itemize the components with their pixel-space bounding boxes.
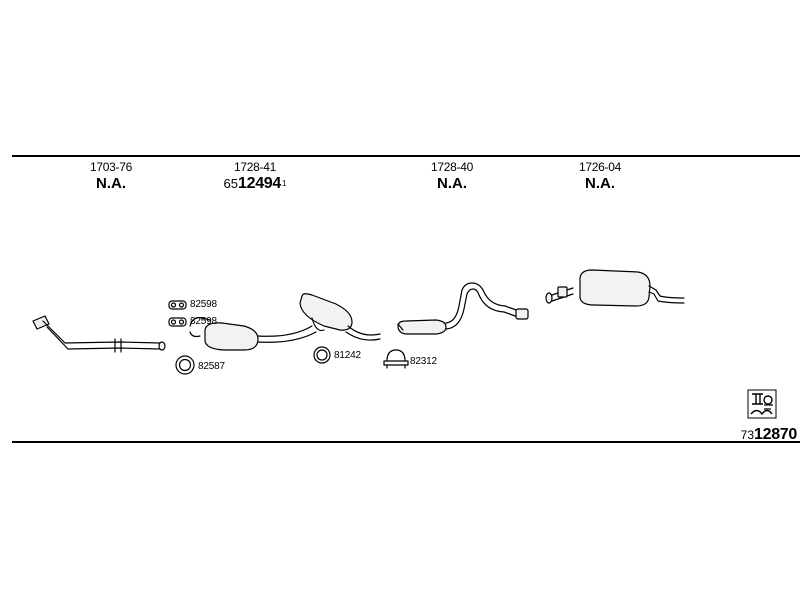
intermediate-pipe-drawing (397, 282, 529, 335)
diagram-number-main: 12870 (754, 426, 797, 443)
part-code: 1703-76 (90, 160, 132, 174)
clamp-icon (168, 300, 187, 310)
rear-silencer-drawing (545, 269, 685, 307)
front-pipe-drawing (32, 315, 166, 353)
part-number-suffix: 1 (282, 179, 287, 188)
part-number-main: 12494 (238, 175, 281, 192)
label-clamp: 82598 (190, 316, 217, 327)
catalogue-badge-icon (747, 389, 777, 419)
diagram-number-prefix: 73 (740, 428, 754, 442)
part-code: 1728-41 (234, 160, 276, 174)
ring-icon (175, 355, 195, 375)
availability-status: N.A. (585, 175, 615, 192)
middle-silencer-drawing (189, 293, 381, 351)
column-middle-silencer: 1728-41 65124941 (200, 160, 310, 193)
label-clamp: 82598 (190, 299, 217, 310)
part-code: 1726-04 (579, 160, 621, 174)
column-front-pipe: 1703-76 N.A. (56, 160, 166, 193)
ring-icon (313, 346, 331, 364)
bottom-rule (12, 441, 800, 443)
label-ring: 82587 (198, 361, 225, 372)
u-clamp-icon (383, 349, 409, 369)
label-ring: 81242 (334, 350, 361, 361)
part-number: 65124941 (200, 175, 310, 193)
label-u-clamp: 82312 (410, 356, 437, 367)
part-number-prefix: 65 (223, 176, 238, 191)
top-rule (12, 155, 800, 157)
clamp-icon (168, 317, 187, 327)
diagram-number: 7312870 (740, 426, 798, 444)
availability-status: N.A. (96, 175, 126, 192)
availability-status: N.A. (437, 175, 467, 192)
part-code: 1728-40 (431, 160, 473, 174)
column-rear-silencer: 1726-04 N.A. (545, 160, 655, 193)
column-intermediate-pipe: 1728-40 N.A. (397, 160, 507, 193)
